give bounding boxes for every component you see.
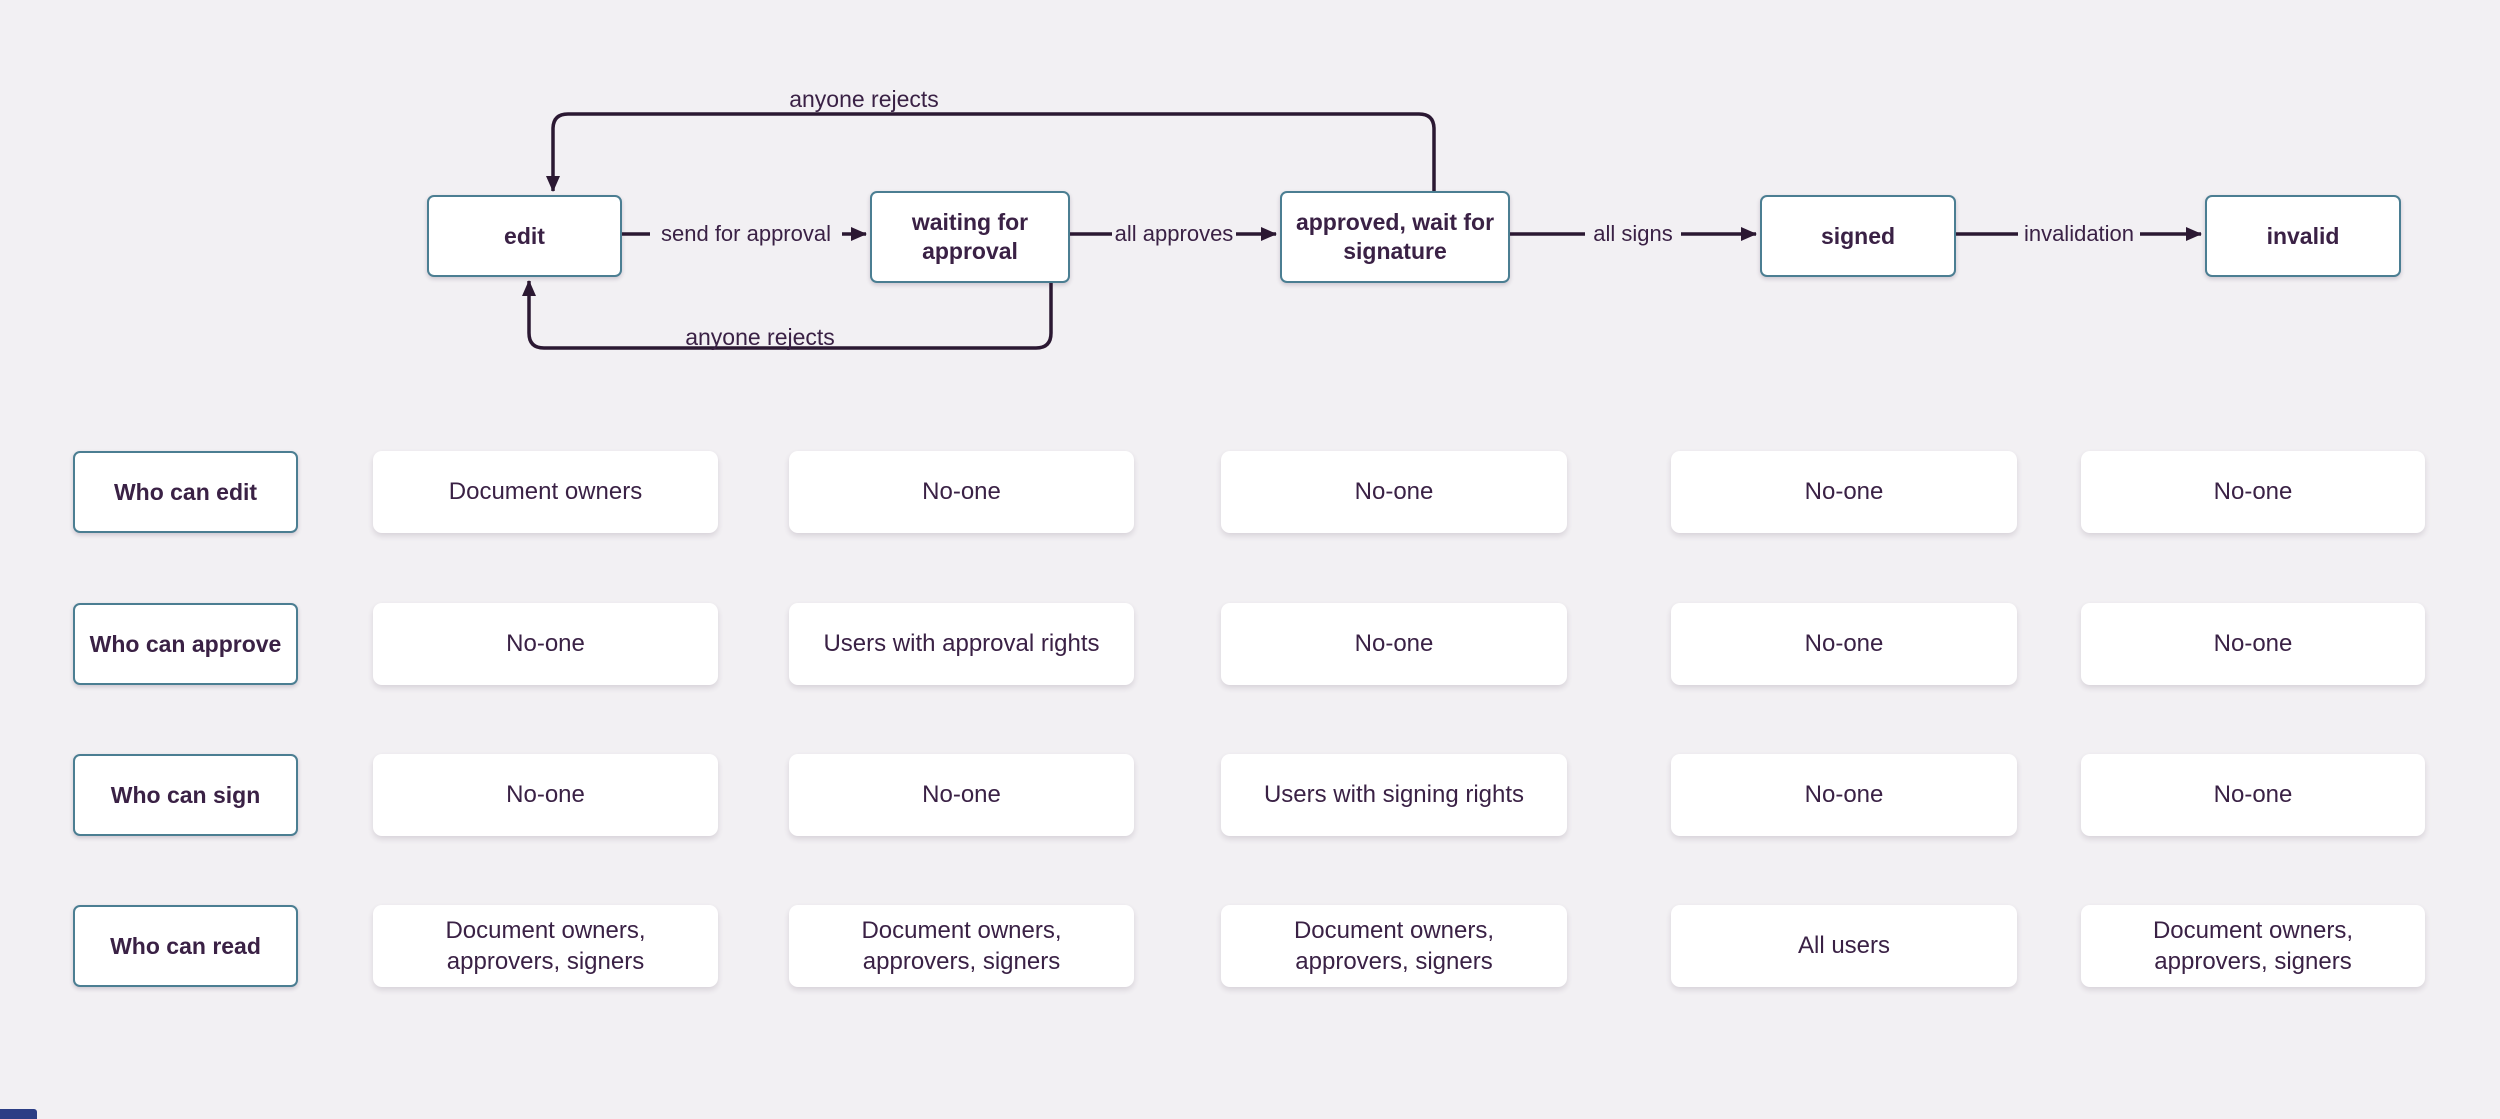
state-waiting-for-approval: waiting for approval — [870, 191, 1070, 283]
cell-read-state-approved: Document owners, approvers, signers — [1221, 905, 1567, 987]
cell-sign-state-approved: Users with signing rights — [1221, 754, 1567, 836]
cropped-element-bottom-left — [0, 1109, 37, 1119]
transition-label-anyone-rejects-top: anyone rejects — [789, 86, 939, 112]
cell-approve-state-edit: No-one — [373, 603, 718, 685]
cell-read-state-edit: Document owners, approvers, signers — [373, 905, 718, 987]
cell-read-state-waiting: Document owners, approvers, signers — [789, 905, 1134, 987]
state-invalid: invalid — [2205, 195, 2401, 277]
cell-edit-state-signed: No-one — [1671, 451, 2017, 533]
cell-approve-state-signed: No-one — [1671, 603, 2017, 685]
state-approved-wait-for-signature: approved, wait for signature — [1280, 191, 1510, 283]
transition-label-send-for-approval: send for approval — [650, 219, 842, 249]
cell-sign-state-invalid: No-one — [2081, 754, 2425, 836]
arrow-approved-reject-to-edit — [546, 112, 1436, 192]
cell-sign-state-signed: No-one — [1671, 754, 2017, 836]
cell-edit-state-approved: No-one — [1221, 451, 1567, 533]
cell-approve-state-invalid: No-one — [2081, 603, 2425, 685]
cell-edit-state-waiting: No-one — [789, 451, 1134, 533]
cell-edit-state-edit: Document owners — [373, 451, 718, 533]
cell-read-state-invalid: Document owners, approvers, signers — [2081, 905, 2425, 987]
arrow-waiting-reject-to-edit — [522, 280, 1053, 350]
transition-label-anyone-rejects-bottom: anyone rejects — [685, 324, 835, 350]
cell-sign-state-waiting: No-one — [789, 754, 1134, 836]
state-edit: edit — [427, 195, 622, 277]
cell-sign-state-edit: No-one — [373, 754, 718, 836]
transition-label-invalidation: invalidation — [2018, 219, 2140, 249]
row-header-who-can-sign: Who can sign — [73, 754, 298, 836]
cell-edit-state-invalid: No-one — [2081, 451, 2425, 533]
state-signed: signed — [1760, 195, 1956, 277]
cell-read-state-signed: All users — [1671, 905, 2017, 987]
row-header-who-can-read: Who can read — [73, 905, 298, 987]
cell-approve-state-waiting: Users with approval rights — [789, 603, 1134, 685]
row-header-who-can-approve: Who can approve — [73, 603, 298, 685]
row-header-who-can-edit: Who can edit — [73, 451, 298, 533]
transition-label-all-signs: all signs — [1585, 219, 1681, 249]
cell-approve-state-approved: No-one — [1221, 603, 1567, 685]
transition-label-all-approves: all approves — [1112, 219, 1236, 249]
